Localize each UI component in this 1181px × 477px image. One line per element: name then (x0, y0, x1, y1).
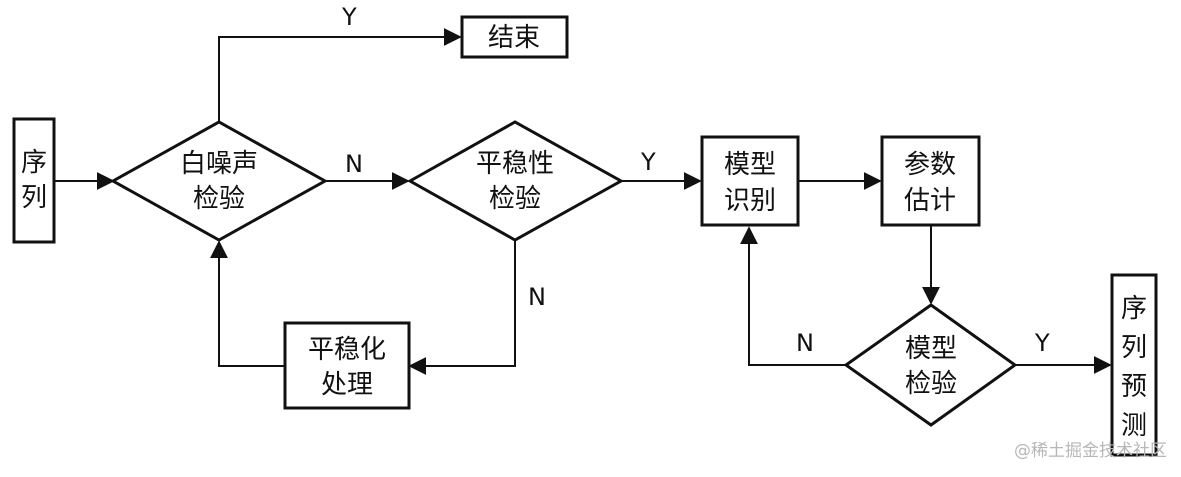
node-parameter-estimation-line-1: 参数 (904, 150, 956, 180)
edge-stationarity-to-stationarize (408, 240, 516, 375)
edge-model-test-to-model-id (740, 226, 846, 366)
edge-label-stationarity-no: N (528, 283, 546, 311)
node-model-test-line-1: 模型 (905, 334, 957, 364)
node-model-test: 模型 检验 (843, 303, 1018, 427)
node-white-noise-test: 白噪声 检验 (109, 120, 329, 242)
node-stationarize-line-2: 处理 (321, 370, 373, 400)
node-series-forecast-line-1: 序 (1121, 294, 1147, 324)
node-model-test-line-2: 检验 (905, 369, 957, 399)
node-stationarity-test: 平稳性 检验 (406, 120, 625, 242)
node-end-label: 结束 (488, 23, 540, 53)
edge-label-white-noise-no: N (345, 150, 363, 178)
node-series-forecast: 序 列 预 测 (1110, 273, 1158, 457)
node-model-identification: 模型 识别 (700, 135, 800, 227)
node-white-noise-test-line-2: 检验 (193, 184, 245, 214)
watermark: @稀土掘金技术社区 (1014, 441, 1167, 461)
node-parameter-estimation: 参数 估计 (880, 135, 981, 227)
node-stationarity-test-line-1: 平稳性 (476, 149, 554, 179)
edge-stationarize-to-white-noise (210, 240, 285, 367)
node-model-identification-line-2: 识别 (724, 186, 776, 216)
node-white-noise-test-line-1: 白噪声 (180, 149, 258, 179)
node-input-series-line-1: 序 (21, 148, 47, 178)
node-input-series-line-2: 列 (21, 183, 47, 213)
edge-label-model-test-yes: Y (1034, 329, 1050, 357)
node-parameter-estimation-line-2: 估计 (904, 186, 956, 216)
edge-white-noise-to-end (218, 28, 462, 122)
edge-label-white-noise-yes: Y (341, 3, 357, 31)
node-stationarize: 平稳化 处理 (283, 321, 411, 410)
node-stationarize-line-1: 平稳化 (308, 335, 386, 365)
node-end: 结束 (460, 15, 569, 59)
node-input-series: 序 列 (12, 117, 56, 244)
node-model-identification-line-1: 模型 (724, 150, 776, 180)
edge-label-stationarity-yes: Y (640, 148, 656, 176)
edges (55, 28, 1112, 375)
node-stationarity-test-line-2: 检验 (489, 184, 541, 214)
edge-label-model-test-no: N (796, 329, 814, 357)
node-series-forecast-line-4: 测 (1121, 411, 1147, 441)
node-series-forecast-line-3: 预 (1121, 372, 1147, 402)
node-series-forecast-line-2: 列 (1121, 333, 1147, 363)
